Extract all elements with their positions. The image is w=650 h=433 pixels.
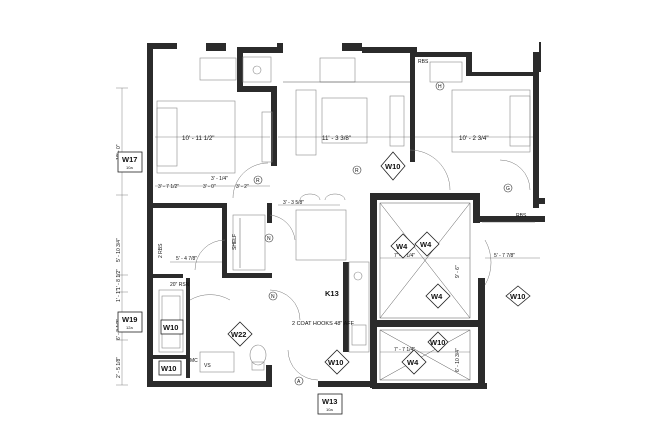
tag-k13: K13: [325, 289, 339, 298]
note-mc: MC: [190, 358, 198, 364]
door-mark-r1: R: [256, 178, 260, 184]
tag-w17-sub: 10a: [126, 165, 133, 170]
note-shelf: SHELF: [232, 234, 238, 250]
tag-w10-kitchen: W10: [328, 358, 343, 367]
wall-tags: W17 10a W10 W10 W19 12a W10 W22 W10 W10 …: [117, 151, 531, 415]
note-rbs-2: RBS: [516, 213, 527, 219]
door-mark-h: H: [438, 84, 442, 90]
tag-w10-tub: W10: [163, 323, 178, 332]
tag-w19-sub: 12a: [126, 325, 133, 330]
dim-seg-b: 3' - 0": [203, 184, 216, 190]
tag-w10-living: W10: [385, 162, 400, 171]
tag-w17: W17: [122, 155, 137, 164]
tag-w13-sub: 10a: [326, 407, 333, 412]
note-trash: 20" RSN: [170, 282, 190, 288]
tag-w4-b: W4: [431, 292, 443, 301]
door-mark-r2: R: [355, 168, 359, 174]
door-mark-n2: N: [271, 294, 275, 300]
dim-bedroom-1: 10' - 11 1/2": [182, 135, 215, 142]
tag-w22: W22: [231, 330, 246, 339]
furniture: [156, 56, 535, 381]
dim-seg-a: 3' - 7 1/2": [158, 184, 179, 190]
tag-w4-a1: W4: [396, 242, 408, 251]
dim-seg-c: 3' - 2": [236, 184, 249, 190]
dim-seg-d: 3' - 1/4": [211, 176, 228, 182]
dim-left-d5: 2' - 5 1/8": [116, 357, 122, 378]
door-marks: R R N N G H A: [253, 81, 513, 386]
note-coat-hooks: 2 COAT HOOKS 48" AFF: [292, 321, 355, 327]
dim-kitchen-depth: 3' - 3 5/8": [283, 200, 304, 206]
dim-unit-b-top: 7' - 7 1/4": [394, 347, 415, 353]
dimension-lines: [116, 87, 540, 386]
tag-w4-a2: W4: [420, 240, 432, 249]
dim-left-d3: 1' - 1": [116, 289, 122, 302]
dim-bedroom-2: 10' - 2 3/4": [459, 135, 489, 142]
note-rbs-1: RBS: [418, 59, 429, 65]
dim-closet-right: 5' - 7 7/8": [494, 253, 515, 259]
tag-w10-bottom: W10: [430, 338, 445, 347]
tag-w10-right: W10: [510, 292, 525, 301]
dimension-labels: 10' - 11 1/2" 11' - 3 3/8" 10' - 2 3/4" …: [116, 135, 515, 378]
dim-living: 11' - 3 3/8": [322, 135, 351, 142]
dim-left-d2: 1' - 8 1/2": [116, 269, 122, 290]
door-mark-a: A: [297, 379, 301, 385]
dim-unit-b-side: 6' - 10 3/4": [455, 348, 461, 372]
note-linen: 2 RBS: [158, 243, 164, 258]
walls: [147, 42, 545, 389]
note-vs: VS: [204, 363, 211, 369]
tag-w4-c: W4: [407, 358, 419, 367]
tag-w10-bath: W10: [161, 364, 176, 373]
dim-left-d1: 5' - 10 3/4": [116, 238, 122, 262]
tag-w19: W19: [122, 315, 137, 324]
dim-bath-width: 5' - 4 7/8": [176, 256, 197, 262]
notes: 2 COAT HOOKS 48" AFF RBS RBS 20" RSN MC …: [158, 59, 527, 369]
dim-unit-a-side: 9' - 6": [455, 265, 461, 278]
door-mark-g: G: [506, 186, 510, 192]
tag-w13: W13: [322, 397, 337, 406]
door-swings: [189, 149, 531, 381]
door-mark-n1: N: [267, 236, 271, 242]
